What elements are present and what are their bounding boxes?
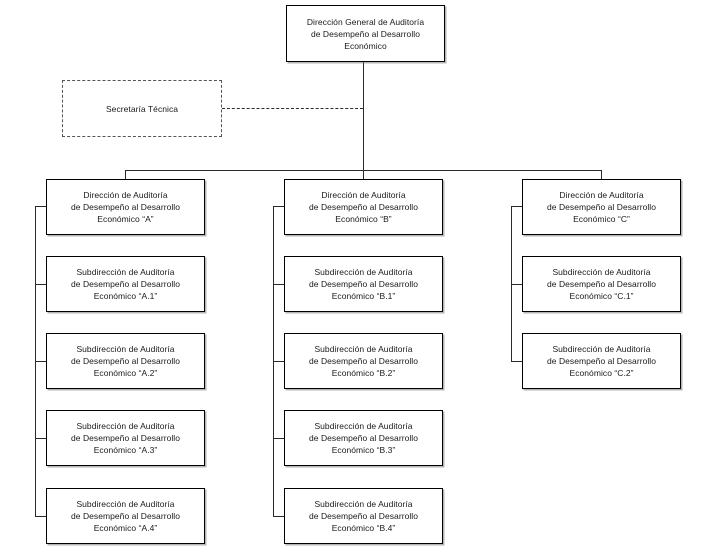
node-secretaria-tecnica[interactable]: Secretaría Técnica — [62, 80, 222, 137]
node-label: Dirección de Auditoría de Desempeño al D… — [308, 190, 419, 224]
connector-stub-direccion-b — [273, 206, 284, 208]
node-label: Subdirección de Auditoría de Desempeño a… — [308, 499, 419, 533]
node-label: Dirección de Auditoría de Desempeño al D… — [546, 190, 657, 224]
node-direccion-general[interactable]: Dirección General de Auditoría de Desemp… — [286, 5, 445, 62]
connector-stub-sub-b3 — [273, 438, 284, 440]
node-subdireccion-c1[interactable]: Subdirección de Auditoría de Desempeño a… — [522, 256, 681, 312]
node-direccion-a[interactable]: Dirección de Auditoría de Desempeño al D… — [46, 179, 205, 235]
connector-stub-direccion-c — [511, 206, 522, 208]
node-subdireccion-c2[interactable]: Subdirección de Auditoría de Desempeño a… — [522, 333, 681, 389]
node-subdireccion-b3[interactable]: Subdirección de Auditoría de Desempeño a… — [284, 410, 443, 466]
connector-spine-column-c — [510, 206, 512, 361]
connector-stub-sub-c1 — [511, 284, 522, 286]
node-subdireccion-b4[interactable]: Subdirección de Auditoría de Desempeño a… — [284, 488, 443, 544]
node-subdireccion-a3[interactable]: Subdirección de Auditoría de Desempeño a… — [46, 410, 205, 466]
node-label: Subdirección de Auditoría de Desempeño a… — [546, 267, 657, 301]
node-subdireccion-a1[interactable]: Subdirección de Auditoría de Desempeño a… — [46, 256, 205, 312]
node-subdireccion-a2[interactable]: Subdirección de Auditoría de Desempeño a… — [46, 333, 205, 389]
connector-drop-direccion-c — [600, 170, 602, 179]
node-label: Subdirección de Auditoría de Desempeño a… — [308, 344, 419, 378]
connector-stub-sub-b1 — [273, 284, 284, 286]
node-label: Subdirección de Auditoría de Desempeño a… — [70, 421, 181, 455]
node-label: Subdirección de Auditoría de Desempeño a… — [546, 344, 657, 378]
node-subdireccion-b2[interactable]: Subdirección de Auditoría de Desempeño a… — [284, 333, 443, 389]
connector-stub-sub-a3 — [35, 438, 46, 440]
connector-stub-direccion-a — [35, 206, 46, 208]
connector-stub-sub-b4 — [273, 515, 284, 517]
node-label: Subdirección de Auditoría de Desempeño a… — [70, 267, 181, 301]
connector-stub-sub-a4 — [35, 515, 46, 517]
connector-stub-sub-c2 — [511, 361, 522, 363]
node-subdireccion-b1[interactable]: Subdirección de Auditoría de Desempeño a… — [284, 256, 443, 312]
node-label: Dirección General de Auditoría de Desemp… — [306, 16, 425, 51]
node-subdireccion-a4[interactable]: Subdirección de Auditoría de Desempeño a… — [46, 488, 205, 544]
connector-staff-dashed — [222, 108, 363, 109]
node-label: Subdirección de Auditoría de Desempeño a… — [70, 499, 181, 533]
node-label: Subdirección de Auditoría de Desempeño a… — [308, 267, 419, 301]
connector-root-trunk — [362, 62, 364, 170]
node-direccion-b[interactable]: Dirección de Auditoría de Desempeño al D… — [284, 179, 443, 235]
connector-stub-sub-a1 — [35, 284, 46, 286]
node-label: Dirección de Auditoría de Desempeño al D… — [70, 190, 181, 224]
node-label: Subdirección de Auditoría de Desempeño a… — [308, 421, 419, 455]
node-label: Subdirección de Auditoría de Desempeño a… — [70, 344, 181, 378]
connector-stub-sub-a2 — [35, 361, 46, 363]
node-label: Secretaría Técnica — [105, 103, 179, 114]
connector-drop-direccion-a — [124, 170, 126, 179]
node-direccion-c[interactable]: Dirección de Auditoría de Desempeño al D… — [522, 179, 681, 235]
connector-stub-sub-b2 — [273, 361, 284, 363]
connector-drop-direccion-b — [362, 170, 364, 179]
